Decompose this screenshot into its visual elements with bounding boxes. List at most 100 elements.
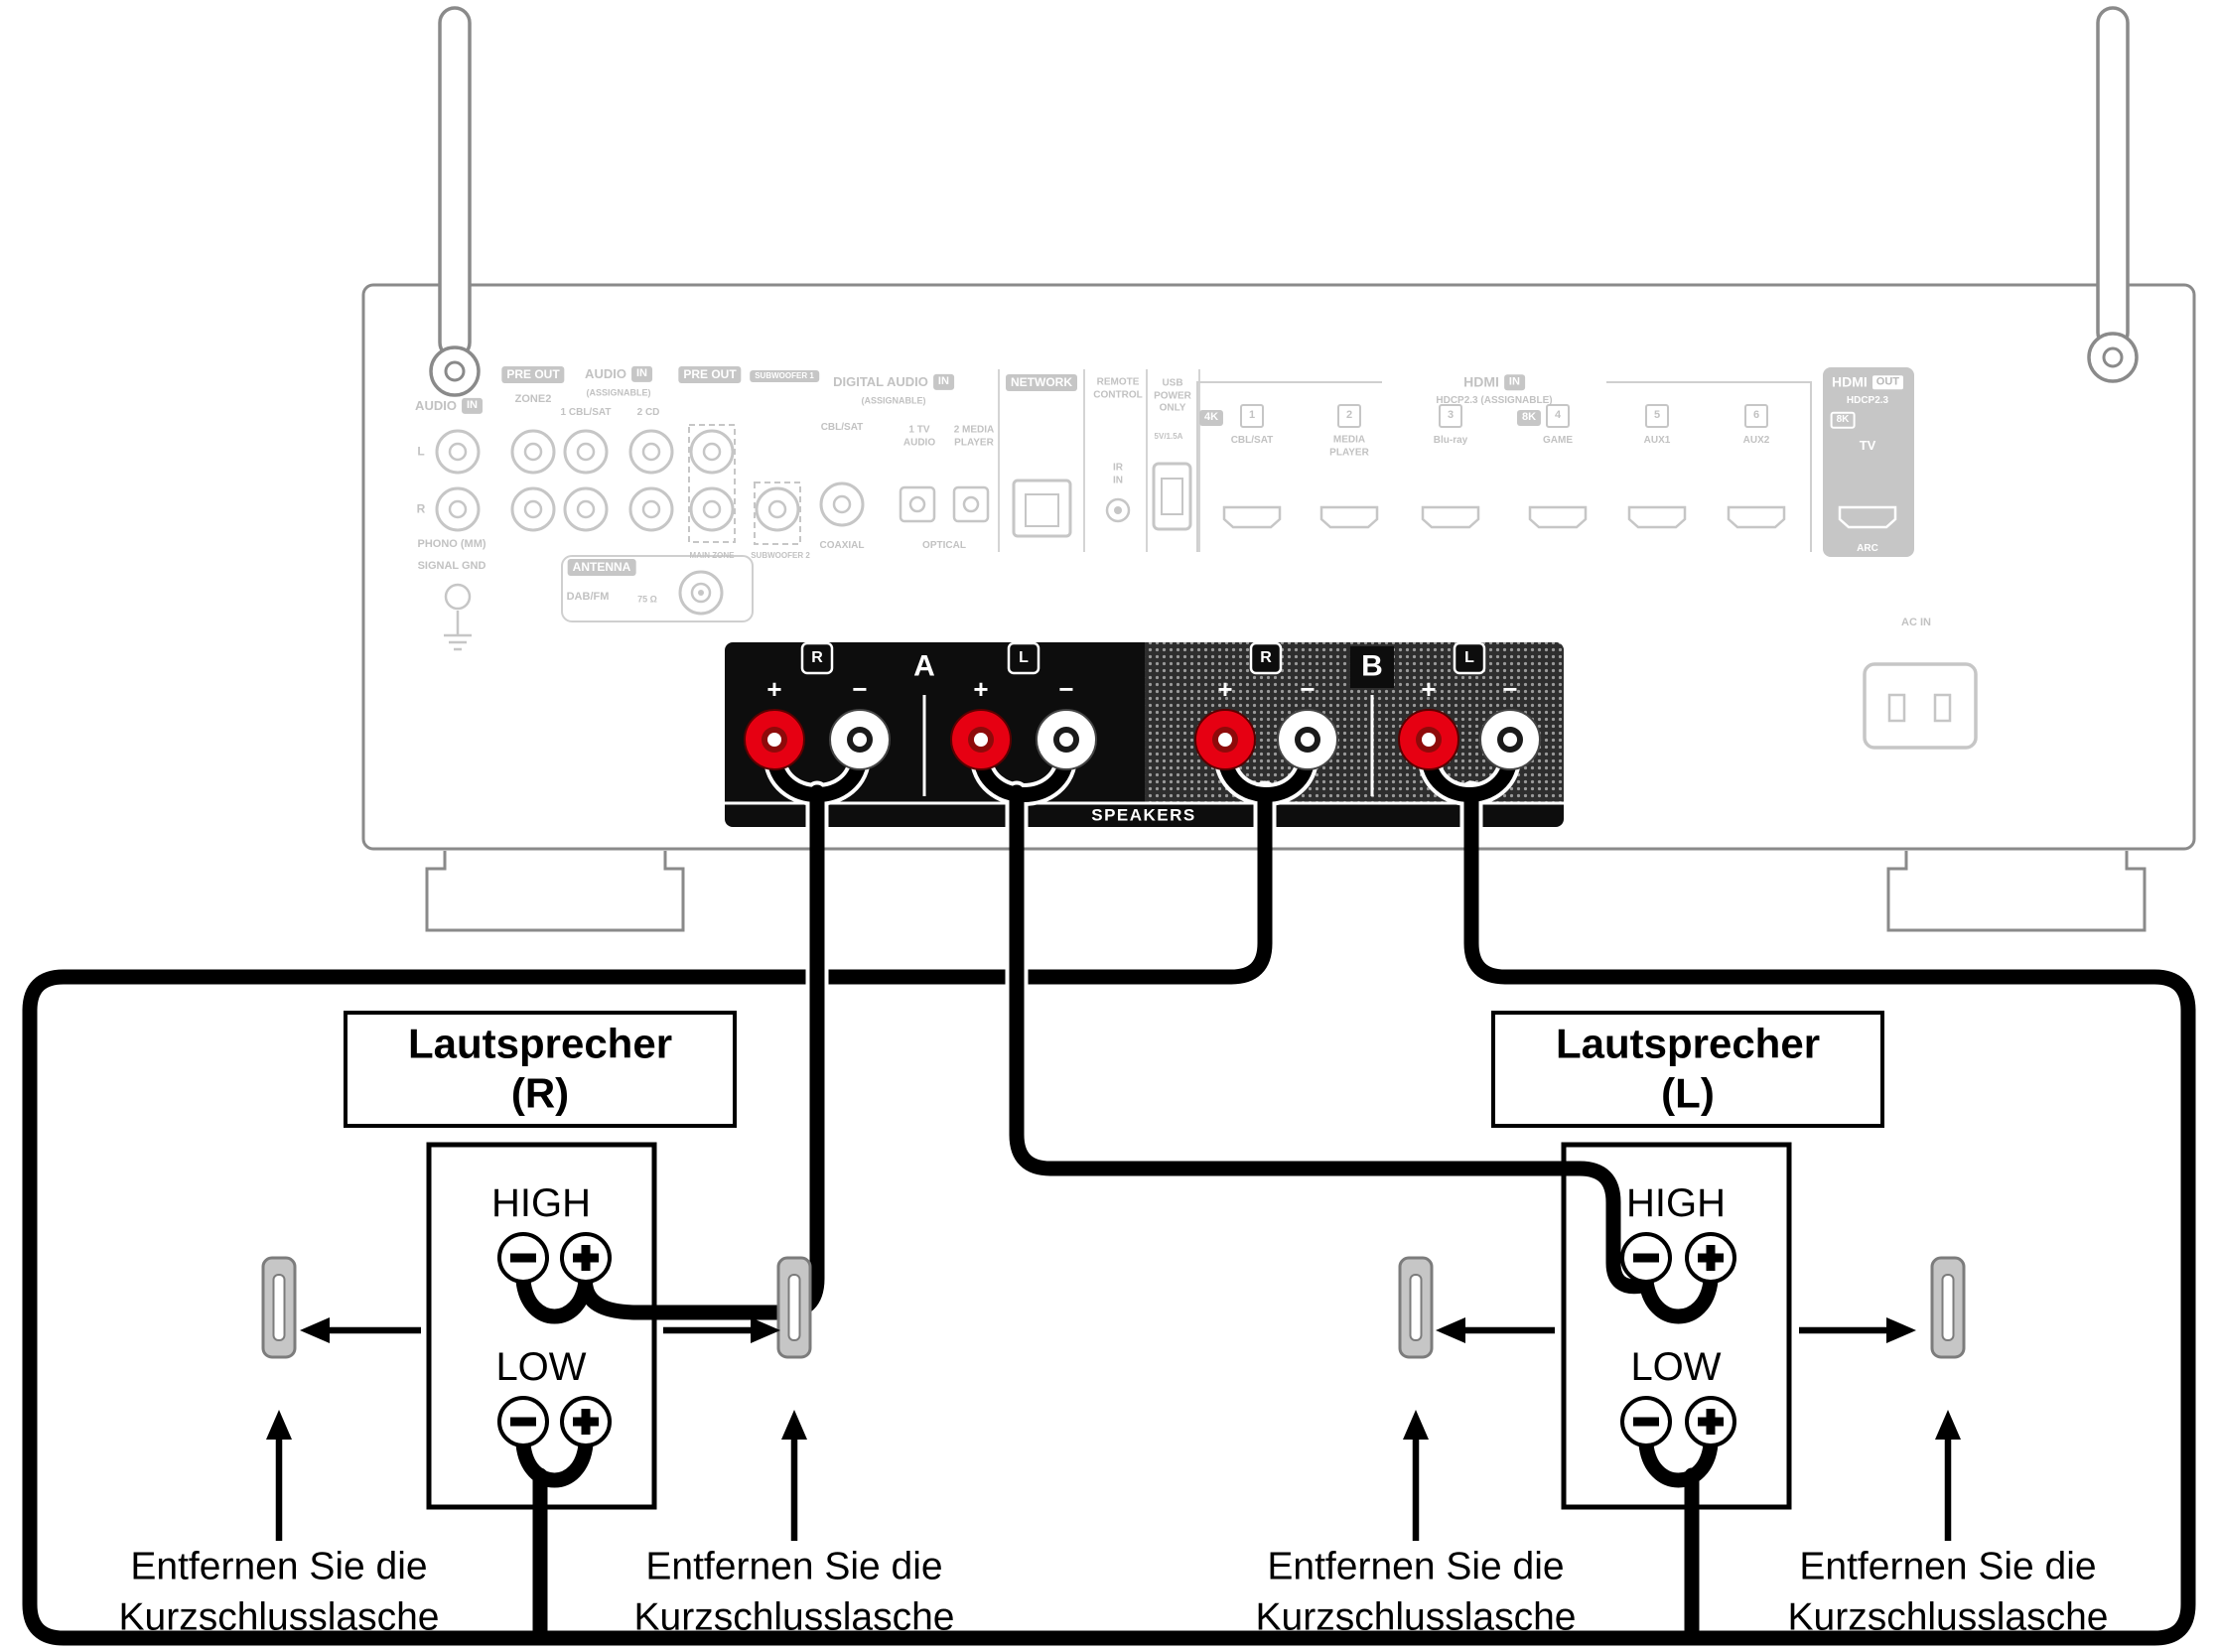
minus-terminal-icon xyxy=(510,1417,536,1427)
cable-a-left-high xyxy=(1009,784,1650,1295)
usb-rating-label: 5V/1.5A xyxy=(1154,432,1183,441)
plus-label: + xyxy=(1217,673,1233,704)
hdmi-out-8k-badge: 8K xyxy=(1830,408,1856,429)
speaker-box-left xyxy=(1561,1142,1792,1510)
subwoofer2-label: SUBWOOFER 2 xyxy=(751,551,810,560)
audio-in-label: AUDIO IN xyxy=(415,398,483,414)
usb-power-label: USB POWER ONLY xyxy=(1154,377,1191,414)
channel-badges xyxy=(800,641,1486,675)
ground-terminal-icon xyxy=(444,583,472,651)
hdmi-out-hdcp-label: HDCP2.3 xyxy=(1846,394,1889,406)
antenna-badge: ANTENNA xyxy=(567,557,636,577)
shorting-tab-3 xyxy=(1398,1256,1434,1359)
minus-terminal-icon xyxy=(1633,1253,1659,1263)
zone2-label: ZONE2 xyxy=(514,393,552,406)
antenna-left xyxy=(429,6,481,397)
hdmi-port-label: CBL/SAT xyxy=(1230,434,1274,446)
antenna-group-bracket xyxy=(561,555,754,622)
pre-out-main-badge: PRE OUT xyxy=(678,364,742,384)
plus-label: + xyxy=(1421,673,1437,704)
speaker-name-left: Lautsprecher (L) xyxy=(1555,1020,1821,1117)
media-player-label: 2 MEDIA PLAYER xyxy=(953,424,995,449)
usb-port xyxy=(1152,462,1192,531)
white-posts xyxy=(829,709,1541,770)
hdmi-port-label: Blu-ray xyxy=(1433,434,1468,446)
section-b-label: B xyxy=(1361,649,1383,683)
ac-inlet xyxy=(1863,662,1978,750)
arc-label: ARC xyxy=(1857,542,1878,554)
speaker-cables xyxy=(22,747,2196,1646)
jack-l-label: L xyxy=(417,444,425,459)
nameplate-right xyxy=(344,1011,737,1128)
speakers-label: SPEAKERS xyxy=(1091,805,1196,825)
high-label-right: HIGH xyxy=(491,1181,591,1225)
loop-low-left xyxy=(1638,1437,1719,1488)
audio-in-assignable-label: AUDIO IN xyxy=(585,366,652,382)
minus-label: − xyxy=(1502,673,1518,704)
assignable-label: (ASSIGNABLE) xyxy=(586,387,651,398)
receiver-foot-left xyxy=(425,851,685,932)
plus-label: + xyxy=(973,673,989,704)
section-a-label: A xyxy=(913,649,935,683)
hdmi-port-label: GAME xyxy=(1543,434,1573,446)
annotation-arrows xyxy=(266,1317,1961,1541)
hdmi-port-num: 6 xyxy=(1752,409,1760,422)
hdmi-out-block xyxy=(1823,367,1914,557)
speaker-cables-a xyxy=(515,784,1719,1488)
tv-label: TV xyxy=(1859,437,1876,453)
speaker-box-right xyxy=(426,1142,657,1510)
network-badge: NETWORK xyxy=(1006,372,1077,392)
hdmi-out-title: HDMI OUT xyxy=(1832,373,1904,391)
pre-out-dashed-box-1 xyxy=(688,424,736,543)
hdmi-out-connector xyxy=(1838,505,1897,529)
faded-connectors xyxy=(435,367,1978,750)
dab-fm-label: DAB/FM xyxy=(566,591,610,604)
loop-high-left xyxy=(1638,1273,1719,1324)
subwoofer1-badge: SUBWOOFER 1 xyxy=(750,364,819,384)
badge-4k: 4K xyxy=(1198,406,1224,426)
minus-terminal-icon xyxy=(1633,1417,1659,1427)
coaxial-label: COAXIAL xyxy=(819,539,865,551)
cable-a-right-high xyxy=(578,784,825,1320)
receiver-foot-right xyxy=(1886,851,2147,932)
shorting-tab-4 xyxy=(1930,1256,1966,1359)
ir-in-label: IR IN xyxy=(1113,462,1123,486)
speaker-terminals xyxy=(497,1232,1736,1447)
remove-tab-note-1: Entfernen Sie die Kurzschlusslasche xyxy=(118,1545,440,1638)
hdmi-port-num: 3 xyxy=(1447,409,1455,422)
signal-gnd-label: SIGNAL GND xyxy=(417,560,486,573)
tv-audio-label: 1 TV AUDIO xyxy=(902,424,936,449)
digital-assignable-label: (ASSIGNABLE) xyxy=(861,395,926,406)
input1-label: 1 CBL/SAT xyxy=(560,406,612,418)
hdmi-in-connectors xyxy=(1222,505,1786,529)
ac-in-label: AC IN xyxy=(1901,617,1931,629)
channel-r-badge: R xyxy=(1260,649,1272,666)
shorting-tab-1 xyxy=(261,1256,297,1359)
minus-terminal-icon xyxy=(510,1253,536,1263)
hdmi-port-label: AUX2 xyxy=(1742,434,1770,446)
remove-tab-note-3: Entfernen Sie die Kurzschlusslasche xyxy=(1255,1545,1577,1638)
hdmi-in-title: HDMI IN xyxy=(1463,373,1525,391)
panel-separators xyxy=(998,369,1200,552)
rca-jacks xyxy=(435,429,865,532)
optical-label: OPTICAL xyxy=(922,539,966,551)
pre-out-zone2-badge: PRE OUT xyxy=(501,364,565,384)
optical-ports xyxy=(899,485,990,523)
ir-jack xyxy=(1105,497,1131,523)
digital-audio-label: DIGITAL AUDIO IN xyxy=(833,374,954,390)
remove-tab-note-2: Entfernen Sie die Kurzschlusslasche xyxy=(633,1545,955,1638)
hdmi-port-label: MEDIA PLAYER xyxy=(1329,434,1369,459)
hdmi-port-label: AUX1 xyxy=(1643,434,1671,446)
low-label-right: LOW xyxy=(495,1345,587,1389)
hdmi-in-hdcp-label: HDCP2.3 (ASSIGNABLE) xyxy=(1436,394,1553,406)
receiver-binding-posts xyxy=(744,709,1541,770)
hdmi-port-num: 1 xyxy=(1248,409,1256,422)
shorting-tab-2 xyxy=(776,1256,812,1359)
hdmi-port-num: 2 xyxy=(1345,409,1353,422)
phono-label: PHONO (MM) xyxy=(417,538,486,551)
loop-low-right xyxy=(515,1437,594,1488)
remove-tab-note-4: Entfernen Sie die Kurzschlusslasche xyxy=(1787,1545,2109,1638)
plus-label: + xyxy=(766,673,782,704)
hdmi-port-num: 4 xyxy=(1554,409,1562,422)
